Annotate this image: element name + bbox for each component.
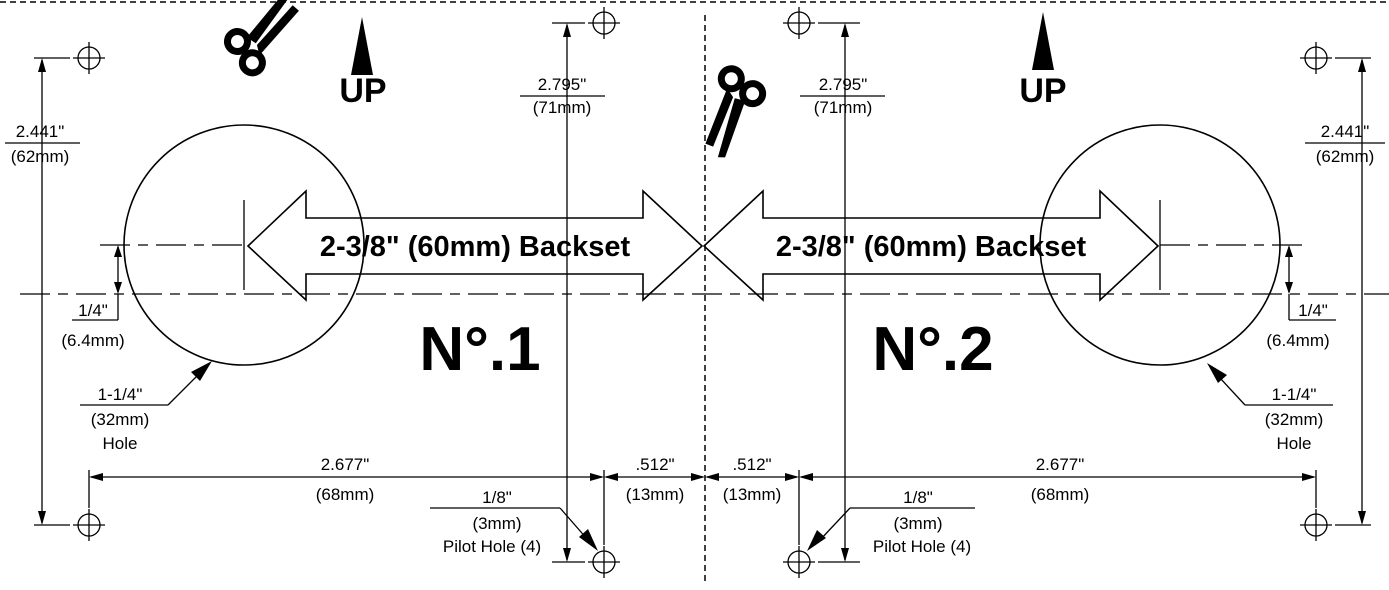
pilot-in: 1/8" bbox=[903, 488, 933, 507]
scissors-icon bbox=[705, 65, 767, 158]
hole-word: Hole bbox=[103, 434, 138, 453]
pilot-mm: (3mm) bbox=[893, 514, 942, 533]
pilot-mm: (3mm) bbox=[472, 514, 521, 533]
crosshair-icon bbox=[1300, 42, 1332, 74]
backset-arrow bbox=[702, 189, 1160, 302]
hole-mm: (32mm) bbox=[1265, 410, 1324, 429]
horizontal-mm: (68mm) bbox=[1031, 485, 1090, 504]
template-1: UP 2.441" (62mm) bbox=[5, 0, 705, 578]
crosshair-icon bbox=[1300, 509, 1332, 541]
horizontal-in: 2.677" bbox=[321, 455, 370, 474]
vertical-pilot-mm: (71mm) bbox=[533, 98, 592, 117]
crosshair-icon bbox=[73, 42, 105, 74]
backset-arrow bbox=[246, 189, 704, 302]
up-label: UP bbox=[339, 72, 386, 110]
crosshair-icon bbox=[783, 546, 815, 578]
offset-in: 1/4" bbox=[78, 301, 108, 320]
crosshair-icon bbox=[73, 509, 105, 541]
vertical-pilot-in: 2.795" bbox=[538, 75, 587, 94]
up-label: UP bbox=[1019, 72, 1066, 110]
edge-in: .512" bbox=[732, 455, 771, 474]
pilot-label: Pilot Hole (4) bbox=[873, 537, 971, 556]
hole-in: 1-1/4" bbox=[1272, 385, 1317, 404]
offset-in: 1/4" bbox=[1298, 301, 1328, 320]
vertical-outer-in: 2.441" bbox=[1321, 122, 1370, 141]
offset-mm: (6.4mm) bbox=[1266, 331, 1329, 350]
vertical-outer-mm: (62mm) bbox=[11, 147, 70, 166]
edge-mm: (13mm) bbox=[626, 485, 685, 504]
vertical-pilot-mm: (71mm) bbox=[814, 98, 873, 117]
hole-in: 1-1/4" bbox=[98, 385, 143, 404]
edge-mm: (13mm) bbox=[723, 485, 782, 504]
crosshair-icon bbox=[588, 7, 620, 39]
edge-in: .512" bbox=[635, 455, 674, 474]
backset-label: 2-3/8" (60mm) Backset bbox=[320, 231, 631, 263]
template-number: N°.2 bbox=[872, 315, 993, 384]
backset-label: 2-3/8" (60mm) Backset bbox=[776, 231, 1087, 263]
hole-word: Hole bbox=[1277, 434, 1312, 453]
up-arrow-icon bbox=[351, 17, 373, 75]
vertical-pilot-in: 2.795" bbox=[819, 75, 868, 94]
template-number: N°.1 bbox=[419, 315, 540, 384]
scissors-icon bbox=[223, 0, 299, 77]
horizontal-mm: (68mm) bbox=[316, 485, 375, 504]
pilot-in: 1/8" bbox=[482, 488, 512, 507]
vertical-outer-mm: (62mm) bbox=[1316, 147, 1375, 166]
vertical-outer-in: 2.441" bbox=[16, 122, 65, 141]
template-2: UP 2.441" (62mm) bbox=[702, 7, 1385, 578]
hole-mm: (32mm) bbox=[91, 410, 150, 429]
up-arrow-icon bbox=[1032, 12, 1054, 70]
crosshair-icon bbox=[783, 7, 815, 39]
pilot-label: Pilot Hole (4) bbox=[443, 537, 541, 556]
horizontal-in: 2.677" bbox=[1036, 455, 1085, 474]
crosshair-icon bbox=[588, 546, 620, 578]
offset-mm: (6.4mm) bbox=[61, 331, 124, 350]
